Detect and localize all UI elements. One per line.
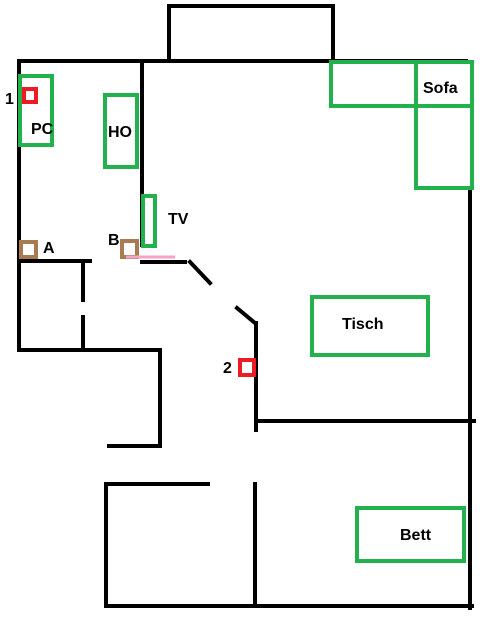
tv-label: TV bbox=[168, 211, 189, 228]
marker-1-label: 1 bbox=[5, 91, 14, 108]
tisch-box bbox=[310, 295, 430, 357]
tisch-label: Tisch bbox=[342, 316, 384, 333]
sofa-label: Sofa bbox=[423, 80, 458, 97]
walls bbox=[17, 4, 476, 610]
wall-top-bump bbox=[167, 4, 335, 63]
ho-label: HO bbox=[108, 124, 132, 141]
door-swing-b bbox=[234, 305, 258, 326]
tv-box bbox=[141, 194, 157, 248]
marker-1 bbox=[22, 87, 38, 104]
pc-box bbox=[18, 74, 54, 147]
door-swing-a bbox=[187, 259, 213, 286]
pc-label: PC bbox=[31, 121, 54, 138]
bett-box bbox=[355, 506, 466, 563]
furniture: PC HO TV Sofa Tisch Bett bbox=[18, 60, 474, 563]
marker-2 bbox=[238, 358, 256, 377]
marker-2-label: 2 bbox=[223, 360, 232, 377]
marker-a bbox=[19, 240, 38, 259]
markers: 1 2 A B bbox=[5, 87, 256, 377]
marker-b bbox=[120, 239, 139, 259]
ho-box bbox=[103, 93, 139, 169]
marker-b-label: B bbox=[108, 232, 120, 249]
bett-label: Bett bbox=[400, 527, 432, 544]
sofa-box-side bbox=[414, 60, 474, 190]
marker-a-label: A bbox=[43, 240, 55, 257]
